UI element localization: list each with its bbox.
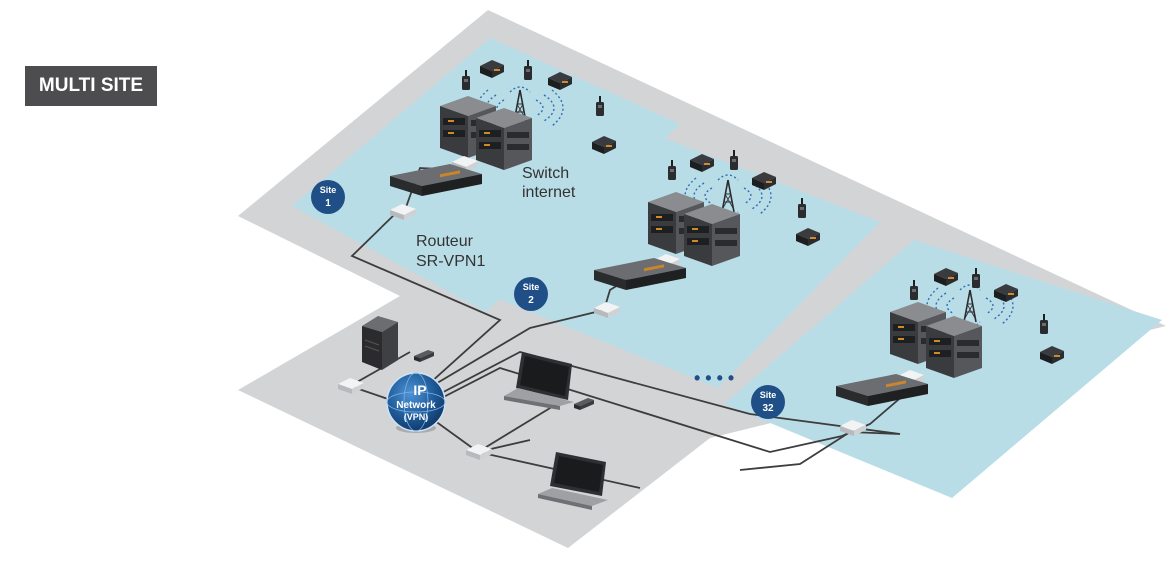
site-1-panel [292, 38, 680, 312]
central-area: IP Network (VPN) [338, 316, 608, 510]
site-32-label: Site [760, 390, 777, 400]
network-label-network: Network [396, 400, 436, 411]
site-2-label: Site [523, 282, 540, 292]
site-1-group: Site 1 Switch internet Routeur SR-VPN1 [311, 60, 616, 270]
laptop-icon [538, 452, 608, 510]
server-icon [362, 316, 398, 370]
multi-site-badge: MULTI SITE [25, 66, 157, 106]
network-label-vpn: (VPN) [404, 412, 429, 422]
usb-dongle-icon [574, 398, 594, 410]
router-label-line2: SR-VPN1 [416, 253, 485, 270]
site-2-panel [496, 138, 880, 388]
site-32-marker [751, 385, 785, 419]
network-label-ip: IP [413, 382, 426, 398]
site-1-label: Site [320, 185, 337, 195]
site-2-number: 2 [528, 295, 534, 306]
usb-dongle-icon [414, 350, 434, 362]
more-sites-ellipsis: • • • • [694, 368, 734, 388]
repeater-rack-icon [926, 316, 982, 378]
repeater-rack-icon [684, 204, 740, 266]
site-2-marker [514, 277, 548, 311]
laptop-icon [504, 352, 574, 410]
globe-icon [386, 372, 446, 433]
router-label-line1: Routeur [416, 233, 474, 250]
site-2-group: Site 2 [514, 150, 820, 318]
repeater-rack-icon [476, 108, 532, 170]
switch-label-line2: internet [522, 184, 576, 201]
site-1-number: 1 [325, 198, 331, 209]
site-32-number: 32 [762, 403, 774, 414]
site-32-group: Site 32 [751, 268, 1064, 436]
site-1-marker [311, 180, 345, 214]
switch-label-line1: Switch [522, 165, 569, 182]
